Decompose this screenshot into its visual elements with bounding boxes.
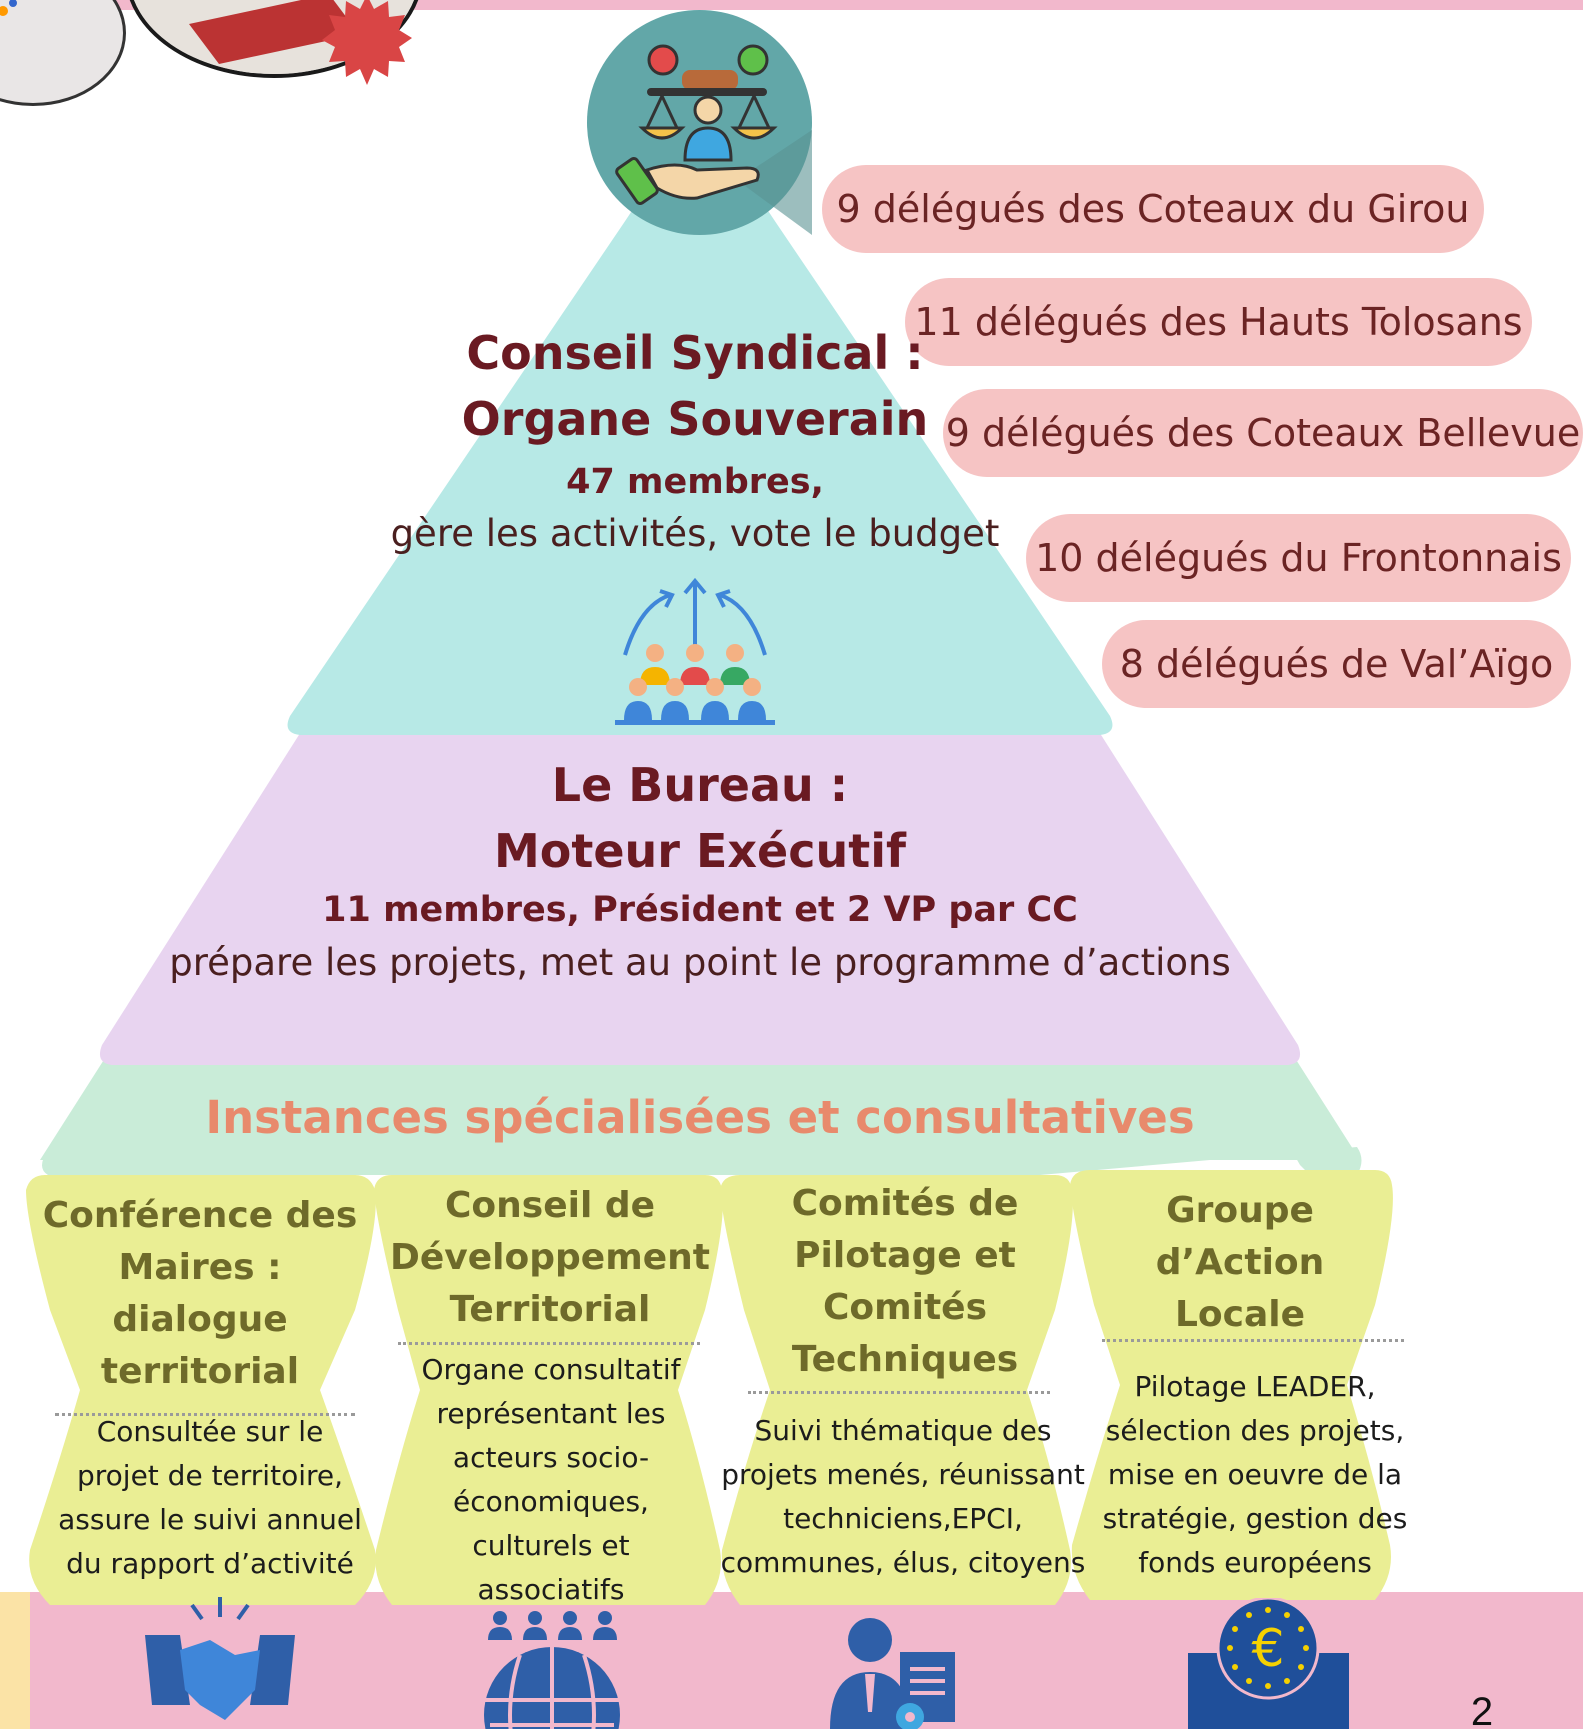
top-tier-title-line2: Organe Souverain: [461, 392, 929, 446]
column-divider: [748, 1391, 1050, 1394]
column-divider: [1102, 1339, 1404, 1342]
column-body-line: projet de territoire,: [76, 1459, 343, 1492]
column-body-groupe: Pilotage LEADER, sélection des projets, …: [1080, 1365, 1430, 1585]
top-tier-description: gère les activités, vote le budget: [390, 512, 1000, 555]
column-title-line: Conseil de: [444, 1185, 656, 1226]
column-body-line: du rapport d’activité: [66, 1547, 354, 1580]
column-divider: [398, 1342, 700, 1345]
column-body-line: projets menés, réunissant: [721, 1458, 1085, 1491]
page-number: 2: [1470, 1690, 1494, 1734]
column-comites-pilotage: Comités de Pilotage et Comités Technique…: [735, 1178, 1075, 1386]
column-title-line: Maires :: [118, 1247, 282, 1288]
euro-eu-flag-icon: €: [1188, 1598, 1349, 1729]
top-tier-title-line1: Conseil Syndical :: [466, 326, 924, 380]
delegates-pill: 11 délégués des Hauts Tolosans: [905, 278, 1532, 366]
column-body-line: sélection des projets,: [1105, 1414, 1405, 1447]
column-body-comites: Suivi thématique des projets menés, réun…: [718, 1409, 1088, 1585]
column-body-line: Consultée sur le: [96, 1415, 324, 1448]
base-tier-title: Instances spécialisées et consultatives: [205, 1091, 1195, 1144]
column-body-line: Pilotage LEADER,: [1134, 1370, 1376, 1403]
column-conseil-developpement: Conseil de Développement Territorial: [385, 1180, 715, 1336]
delegates-pill: 10 délégués du Frontonnais: [1026, 514, 1571, 602]
community-growth-icon: [615, 577, 775, 725]
delegates-pill: 9 délégués des Coteaux du Girou: [822, 165, 1484, 253]
column-body-line: économiques,: [453, 1485, 649, 1518]
handshake-icon: [145, 1597, 295, 1720]
column-body-line: fonds européens: [1138, 1546, 1372, 1579]
column-body-line: stratégie, gestion des: [1102, 1502, 1408, 1535]
middle-tier-title-line1: Le Bureau :: [551, 758, 849, 812]
manager-document-icon: [830, 1618, 955, 1729]
column-title-line: territorial: [100, 1351, 300, 1392]
column-title-line: Comités: [822, 1287, 988, 1328]
column-title-line: Pilotage et: [794, 1235, 1016, 1276]
column-title-line: Développement: [390, 1237, 710, 1278]
top-tier-members: 47 membres,: [566, 462, 824, 502]
column-body-conference: Consultée sur le projet de territoire, a…: [40, 1410, 380, 1586]
justice-balance-icon: [587, 10, 812, 235]
column-body-line: associatifs: [477, 1573, 625, 1606]
column-title-line: Techniques: [791, 1339, 1019, 1380]
column-body-line: Organe consultatif: [421, 1353, 681, 1386]
column-groupe-action-locale: Groupe d’Action Locale: [1085, 1185, 1395, 1341]
middle-tier-members: 11 membres, Président et 2 VP par CC: [322, 890, 1078, 930]
column-body-line: représentant les: [436, 1397, 666, 1430]
column-body-line: mise en oeuvre de la: [1107, 1458, 1403, 1491]
middle-tier-title-line2: Moteur Exécutif: [493, 824, 907, 878]
seal-icon: [322, 0, 412, 85]
top-band: [0, 0, 1583, 10]
globe-people-icon: [484, 1611, 620, 1729]
column-title-line: d’Action: [1155, 1242, 1325, 1283]
column-body-line: culturels et: [472, 1529, 630, 1562]
column-title-line: Comités de: [791, 1183, 1019, 1224]
column-title-line: Locale: [1174, 1294, 1306, 1335]
column-conference-des-maires: Conférence des Maires : dialogue territo…: [30, 1190, 370, 1398]
column-body-line: acteurs socio-: [452, 1441, 650, 1474]
column-title-line: Conférence des: [42, 1195, 358, 1236]
column-title-line: Territorial: [449, 1289, 651, 1330]
column-body-line: assure le suivi annuel: [58, 1503, 362, 1536]
column-title-line: dialogue: [112, 1299, 288, 1340]
column-body-line: Suivi thématique des: [754, 1414, 1052, 1447]
delegates-pill: 8 délégués de Val’Aïgo: [1102, 620, 1571, 708]
column-body-conseil: Organe consultatif représentant les acte…: [390, 1348, 712, 1612]
column-title-line: Groupe: [1166, 1190, 1314, 1231]
column-shapes: [26, 1170, 1393, 1605]
svg-text:€: €: [1251, 1619, 1284, 1679]
column-body-line: communes, élus, citoyens: [720, 1546, 1086, 1579]
middle-tier-description: prépare les projets, met au point le pro…: [169, 941, 1231, 984]
column-divider: [55, 1413, 355, 1416]
bottom-left-strip: [0, 1592, 30, 1729]
column-body-line: techniciens,EPCI,: [783, 1502, 1023, 1535]
delegates-pill: 9 délégués des Coteaux Bellevue: [943, 389, 1583, 477]
